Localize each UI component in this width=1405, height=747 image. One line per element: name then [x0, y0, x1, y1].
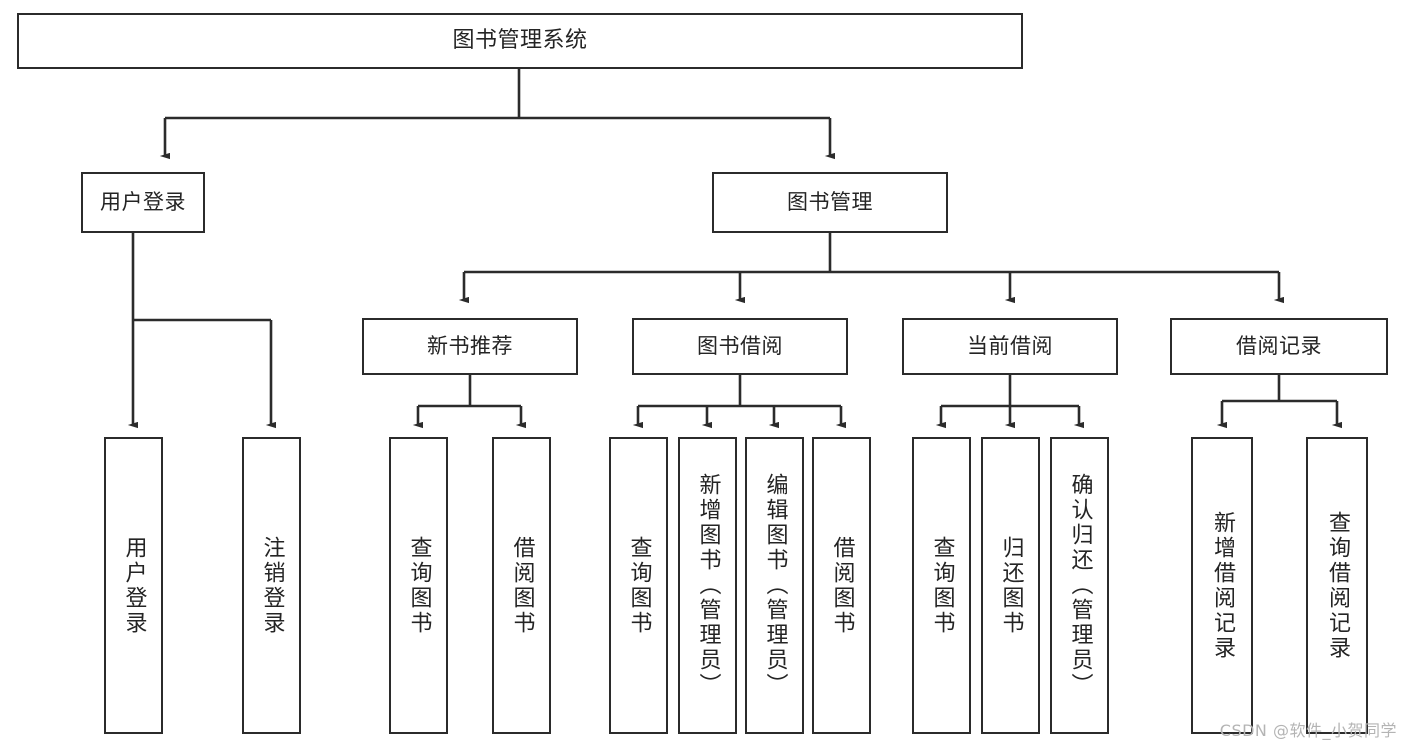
node-leaf-edit-book-admin-label: 编辑图书（管理员）	[762, 473, 788, 698]
node-leaf-confirm-return-admin-label: 确认归还（管理员）	[1067, 473, 1093, 698]
node-leaf-logout-login[interactable]: 注销登录	[242, 437, 301, 734]
node-book-manage-label: 图书管理	[787, 190, 873, 215]
node-leaf-query-borrow-record[interactable]: 查询借阅记录	[1306, 437, 1368, 734]
node-leaf-borrow-book-1[interactable]: 借阅图书	[492, 437, 551, 734]
node-leaf-user-login[interactable]: 用户登录	[104, 437, 163, 734]
node-user-login-label: 用户登录	[100, 190, 186, 215]
node-leaf-add-book-admin[interactable]: 新增图书（管理员）	[678, 437, 737, 734]
node-leaf-edit-book-admin[interactable]: 编辑图书（管理员）	[745, 437, 804, 734]
node-leaf-add-borrow-record[interactable]: 新增借阅记录	[1191, 437, 1253, 734]
node-new-book-recommend[interactable]: 新书推荐	[362, 318, 578, 375]
node-borrow-record-label: 借阅记录	[1236, 334, 1322, 359]
node-leaf-query-book-3-label: 查询图书	[929, 535, 955, 636]
node-new-book-recommend-label: 新书推荐	[427, 334, 513, 359]
node-leaf-logout-login-label: 注销登录	[259, 535, 285, 636]
node-leaf-confirm-return-admin[interactable]: 确认归还（管理员）	[1050, 437, 1109, 734]
node-leaf-query-borrow-record-label: 查询借阅记录	[1325, 510, 1350, 661]
node-leaf-query-book-2-label: 查询图书	[626, 535, 652, 636]
csdn-watermark: CSDN @软件_小贺同学	[1219, 721, 1397, 740]
node-leaf-query-book-2[interactable]: 查询图书	[609, 437, 668, 734]
node-book-borrow-label: 图书借阅	[697, 334, 783, 359]
node-root-system[interactable]: 图书管理系统	[17, 13, 1023, 69]
node-current-borrow[interactable]: 当前借阅	[902, 318, 1118, 375]
node-book-manage[interactable]: 图书管理	[712, 172, 948, 233]
node-user-login[interactable]: 用户登录	[81, 172, 205, 233]
node-leaf-add-borrow-record-label: 新增借阅记录	[1210, 510, 1235, 661]
node-leaf-borrow-book-2-label: 借阅图书	[829, 535, 855, 636]
node-leaf-return-book[interactable]: 归还图书	[981, 437, 1040, 734]
node-current-borrow-label: 当前借阅	[967, 334, 1053, 359]
node-leaf-user-login-label: 用户登录	[121, 535, 147, 636]
node-book-borrow[interactable]: 图书借阅	[632, 318, 848, 375]
node-leaf-query-book-1[interactable]: 查询图书	[389, 437, 448, 734]
node-leaf-query-book-1-label: 查询图书	[406, 535, 432, 636]
node-leaf-query-book-3[interactable]: 查询图书	[912, 437, 971, 734]
node-leaf-add-book-admin-label: 新增图书（管理员）	[695, 473, 721, 698]
node-leaf-return-book-label: 归还图书	[998, 535, 1024, 636]
node-root-system-label: 图书管理系统	[452, 28, 588, 54]
node-leaf-borrow-book-2[interactable]: 借阅图书	[812, 437, 871, 734]
node-borrow-record[interactable]: 借阅记录	[1170, 318, 1388, 375]
node-leaf-borrow-book-1-label: 借阅图书	[509, 535, 535, 636]
